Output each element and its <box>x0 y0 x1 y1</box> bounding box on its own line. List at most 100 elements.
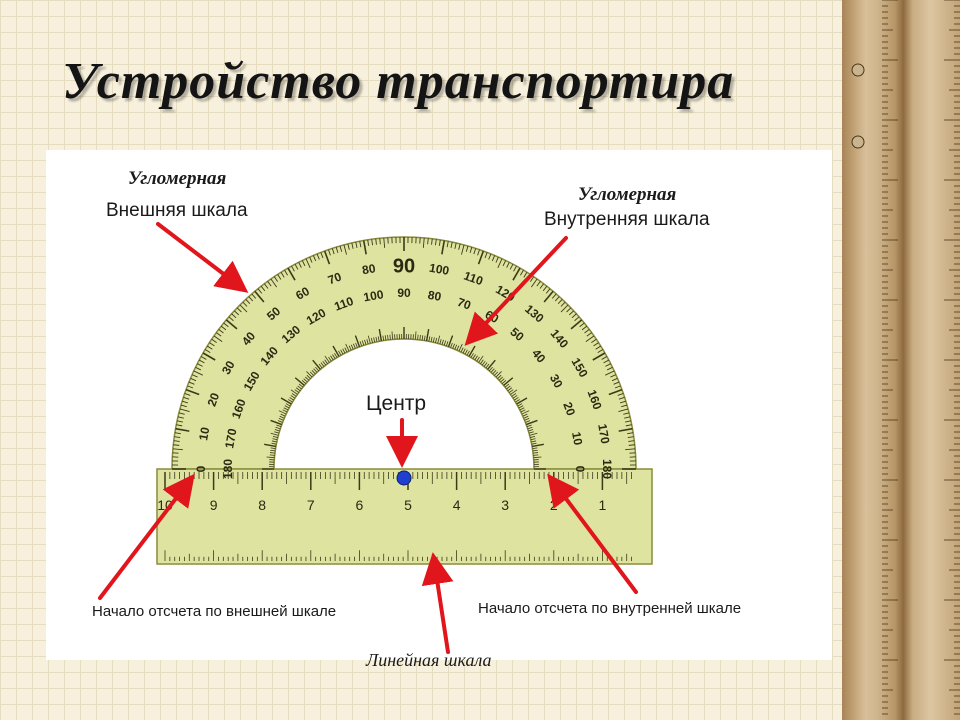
outer-tick <box>359 241 362 248</box>
outer-tick <box>545 288 551 294</box>
outer-tick <box>557 299 563 305</box>
outer-tick <box>270 278 278 288</box>
inner-tick <box>297 385 302 390</box>
outer-tick <box>277 274 282 280</box>
outer-tick <box>309 256 313 263</box>
outer-tick <box>351 242 354 249</box>
ruler-number: 9 <box>210 497 218 513</box>
inner-tick <box>435 337 438 343</box>
outer-tick <box>539 283 544 289</box>
inner-tick <box>332 354 336 359</box>
outer-tick <box>581 325 588 331</box>
outer-tick <box>220 325 227 331</box>
inner-tick <box>312 359 321 370</box>
outer-tick <box>465 245 469 252</box>
inner-tick <box>328 356 332 362</box>
inner-tick <box>306 374 311 379</box>
inner-tick <box>532 447 538 450</box>
inner-tick <box>503 377 514 386</box>
label-outer-title: Угломерная <box>128 168 227 189</box>
inner-tick <box>274 431 280 434</box>
arrow-origin-outer <box>98 473 195 600</box>
inner-tick <box>506 385 511 390</box>
outer-tick <box>180 404 187 408</box>
inner-tick <box>304 376 310 381</box>
outer-tick <box>379 238 381 245</box>
outer-tick <box>592 352 606 361</box>
outer-tick <box>585 335 595 343</box>
outer-tick <box>294 263 299 270</box>
inner-tick <box>344 347 348 353</box>
inner-tick <box>288 399 293 403</box>
outer-tick <box>328 249 331 256</box>
inner-tick <box>474 355 478 361</box>
ruler-number: 5 <box>404 497 412 513</box>
inner-scale-number: 30 <box>547 372 566 391</box>
inner-tick <box>391 331 394 340</box>
outer-tick <box>184 393 191 396</box>
inner-tick <box>532 452 539 454</box>
inner-tick <box>301 380 307 385</box>
outer-tick <box>628 440 635 442</box>
inner-tick <box>520 409 526 413</box>
inner-tick <box>456 345 460 351</box>
inner-tick <box>367 335 371 344</box>
outer-tick <box>260 285 266 292</box>
inner-tick <box>483 362 488 367</box>
inner-scale-number: 10 <box>569 431 585 447</box>
outer-tick <box>536 281 541 287</box>
outer-tick <box>608 388 623 396</box>
inner-tick <box>345 343 350 352</box>
outer-scale-number: 160 <box>585 388 605 412</box>
arc-ticks <box>172 237 636 470</box>
inner-tick <box>494 371 499 376</box>
outer-tick <box>257 288 263 294</box>
inner-tick <box>531 442 537 445</box>
inner-scale-number: 160 <box>229 397 249 421</box>
outer-tick <box>603 359 610 364</box>
outer-tick <box>458 243 461 250</box>
inner-tick <box>476 356 480 362</box>
label-center: Центр <box>366 392 427 415</box>
outer-tick <box>231 313 237 319</box>
outer-tick <box>551 293 557 299</box>
inner-tick <box>384 335 387 341</box>
outer-tick <box>628 444 635 446</box>
arrow-inner-scale <box>464 236 568 346</box>
outer-tick <box>618 427 633 432</box>
outer-tick <box>477 250 485 265</box>
outer-tick <box>339 245 343 252</box>
ruler-number: 4 <box>453 497 461 513</box>
inner-tick <box>485 363 490 369</box>
outer-tick <box>225 319 238 330</box>
inner-tick <box>428 336 431 342</box>
outer-tick <box>593 342 599 347</box>
inner-tick <box>318 363 323 369</box>
screw-icon <box>851 135 865 149</box>
inner-tick <box>266 456 275 459</box>
outer-tick <box>520 269 524 276</box>
inner-tick <box>450 342 453 348</box>
outer-tick <box>223 322 229 328</box>
outer-tick <box>198 359 205 364</box>
outer-tick <box>172 448 183 451</box>
inner-tick <box>375 336 378 342</box>
outer-tick <box>513 265 517 272</box>
inner-tick <box>270 447 276 450</box>
outer-scale-number: 90 <box>393 255 415 277</box>
inner-tick <box>507 387 513 392</box>
inner-tick <box>421 335 424 341</box>
inner-tick <box>432 337 435 343</box>
ruler-number: 1 <box>599 497 607 513</box>
inner-tick <box>315 366 320 372</box>
label-inner-scale: Внутренняя шкала <box>544 209 710 230</box>
inner-tick <box>472 354 476 359</box>
outer-tick <box>623 412 630 415</box>
outer-tick <box>248 296 254 302</box>
inner-tick <box>277 420 283 423</box>
inner-tick <box>387 334 389 341</box>
outer-tick <box>291 265 295 272</box>
inner-tick <box>525 419 538 426</box>
outer-scale-number: 20 <box>205 391 223 409</box>
